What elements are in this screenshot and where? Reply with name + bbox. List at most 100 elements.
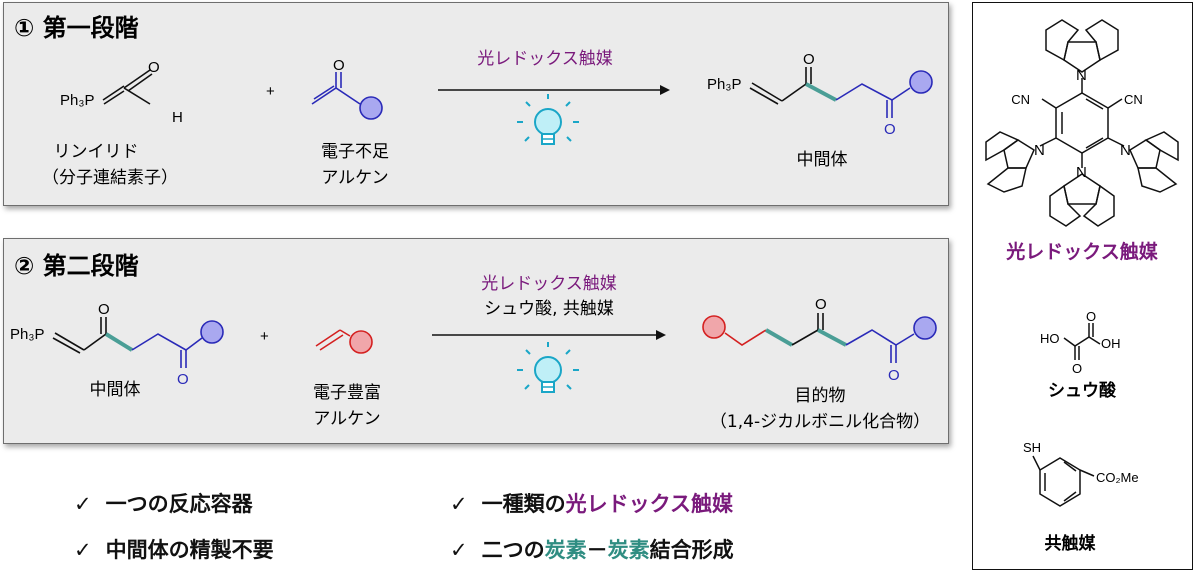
oxalic-acid-structure — [1063, 323, 1101, 360]
prod2-o2: O — [888, 367, 900, 384]
cz-left-n: N — [1034, 142, 1045, 159]
step1-panel — [3, 2, 949, 206]
step1-catalyst: 光レドックス触媒 — [477, 49, 613, 69]
red-group-1 — [349, 330, 373, 354]
side-cocat-label: 共触媒 — [1045, 533, 1097, 554]
oxalic-ho: HO — [1040, 331, 1060, 346]
blue-group-2 — [909, 70, 933, 94]
bullet-two-cc-carbon-1: 炭素 — [544, 538, 587, 562]
inter-tail — [185, 337, 203, 351]
cn-right: CN — [1124, 92, 1143, 107]
alkene1-label-1: 電子不足 — [321, 142, 389, 162]
prod1-bond-1-double — [749, 87, 779, 105]
lightbulb-icon-2 — [517, 342, 579, 393]
bullet-two-cc-pre: 二つの — [481, 538, 545, 562]
bullet-one-pot: ✓ 一つの反応容器 — [74, 488, 253, 518]
bullet-no-purification-text: 中間体の精製不要 — [105, 538, 274, 562]
blue-group-1 — [359, 96, 383, 120]
aldehyde-co — [123, 69, 151, 89]
prod1-chain — [835, 83, 893, 101]
step2-catalyst: 光レドックス触媒 — [481, 274, 617, 294]
oxalic-o-bottom: O — [1072, 361, 1082, 376]
step1-arrowhead — [660, 85, 670, 95]
inter-label: 中間体 — [90, 380, 141, 400]
prod2-bond — [791, 329, 819, 346]
bullet-two-cc-carbon-2: 炭素 — [607, 538, 650, 562]
photocatalyst-structure — [985, 19, 1179, 227]
bullet-two-cc-bonds: ✓二つの炭素－炭素結合形成 — [450, 534, 734, 564]
prod2-blue-chain — [845, 329, 897, 346]
alkene2-label-1: 電子豊富 — [313, 383, 381, 403]
rich-alkene-cc-double — [319, 334, 344, 351]
rich-alkene-cc — [315, 329, 341, 347]
prod1-teal-bond — [805, 82, 837, 102]
step2-arrowhead — [656, 330, 666, 340]
prod2-label-2: （1,4-ジカルボニル化合物） — [710, 412, 930, 432]
check-icon: ✓ — [74, 538, 92, 562]
inter-o2: O — [177, 371, 189, 388]
reagents-side-panel — [972, 2, 1193, 570]
prod1-o1: O — [803, 51, 815, 68]
prod1-label: 中間体 — [797, 150, 848, 170]
inter-bond-1 — [54, 332, 85, 351]
inter-o1: O — [98, 301, 110, 318]
bullet-one-catalyst-highlight: 光レドックス触媒 — [565, 492, 733, 516]
prod2-label-1: 目的物 — [795, 386, 846, 406]
prod2-tail — [895, 333, 915, 346]
step2-conditions: シュウ酸, 共触媒 — [484, 299, 614, 319]
enone-cc-double — [313, 85, 335, 100]
prod1-tail — [891, 87, 911, 101]
blue-group-4 — [913, 316, 937, 340]
lightbulb-icon-1 — [517, 94, 579, 145]
check-icon: ✓ — [450, 538, 468, 562]
prod1-bond-1 — [751, 82, 783, 102]
inter-teal-bond — [104, 332, 134, 352]
cn-left: CN — [1011, 92, 1030, 107]
prod2-o1: O — [815, 296, 827, 313]
ylide-h: H — [172, 109, 183, 126]
oxalic-o-top: O — [1086, 309, 1096, 324]
inter-bond-2 — [83, 333, 107, 351]
bullet-one-catalyst: ✓ 一種類の光レドックス触媒 — [450, 488, 733, 518]
prod1-bond-2 — [781, 83, 807, 102]
blue-group-3 — [200, 320, 224, 344]
ylide-bond-double — [103, 90, 125, 105]
step2-panel — [3, 238, 949, 444]
alkene2-label-2: アルケン — [313, 409, 380, 429]
inter-chain — [131, 333, 187, 351]
cocat-sh: SH — [1023, 440, 1041, 455]
bullet-no-purification: ✓ 中間体の精製不要 — [74, 534, 274, 564]
side-catalyst-label: 光レドックス触媒 — [1005, 240, 1158, 263]
bullet-two-cc-post: 結合形成 — [649, 538, 734, 562]
prod2-red-chain — [724, 329, 767, 346]
prod2-teal-bond-2 — [817, 328, 847, 347]
cocatalyst-structure — [1032, 455, 1095, 507]
prod2-teal-bond-1 — [765, 328, 793, 347]
prod1-ph3p: Ph₃P — [707, 76, 741, 93]
red-group-2 — [702, 315, 726, 339]
plus-1: + — [266, 83, 275, 100]
ylide-o: O — [148, 59, 160, 76]
inter-bond-1-double — [52, 337, 81, 354]
bullet-one-pot-text: 一つの反応容器 — [105, 492, 253, 516]
cz-right-n: N — [1120, 142, 1131, 159]
cocat-co2me: CO₂Me — [1096, 470, 1139, 485]
bullet-one-catalyst-pre: 一種類の — [481, 492, 566, 516]
ylide-bond — [102, 85, 125, 101]
ylide-label-1: リンイリド — [54, 142, 139, 162]
check-icon: ✓ — [74, 492, 92, 516]
check-icon: ✓ — [450, 492, 468, 516]
step2-title: ② 第二段階 — [14, 252, 139, 280]
prod1-o2: O — [884, 121, 896, 138]
cz-bottom-n: N — [1076, 164, 1087, 181]
step1-title: ① 第一段階 — [14, 14, 139, 42]
side-oxalic-label: シュウ酸 — [1048, 380, 1117, 401]
inter-ph3p: Ph₃P — [10, 326, 44, 343]
ylide-label-2: （分子連結素子） — [42, 168, 178, 188]
bullet-two-cc-dash: － — [586, 538, 608, 562]
ylide-ph3p: Ph₃P — [60, 92, 94, 109]
alkene1-label-2: アルケン — [321, 168, 388, 188]
